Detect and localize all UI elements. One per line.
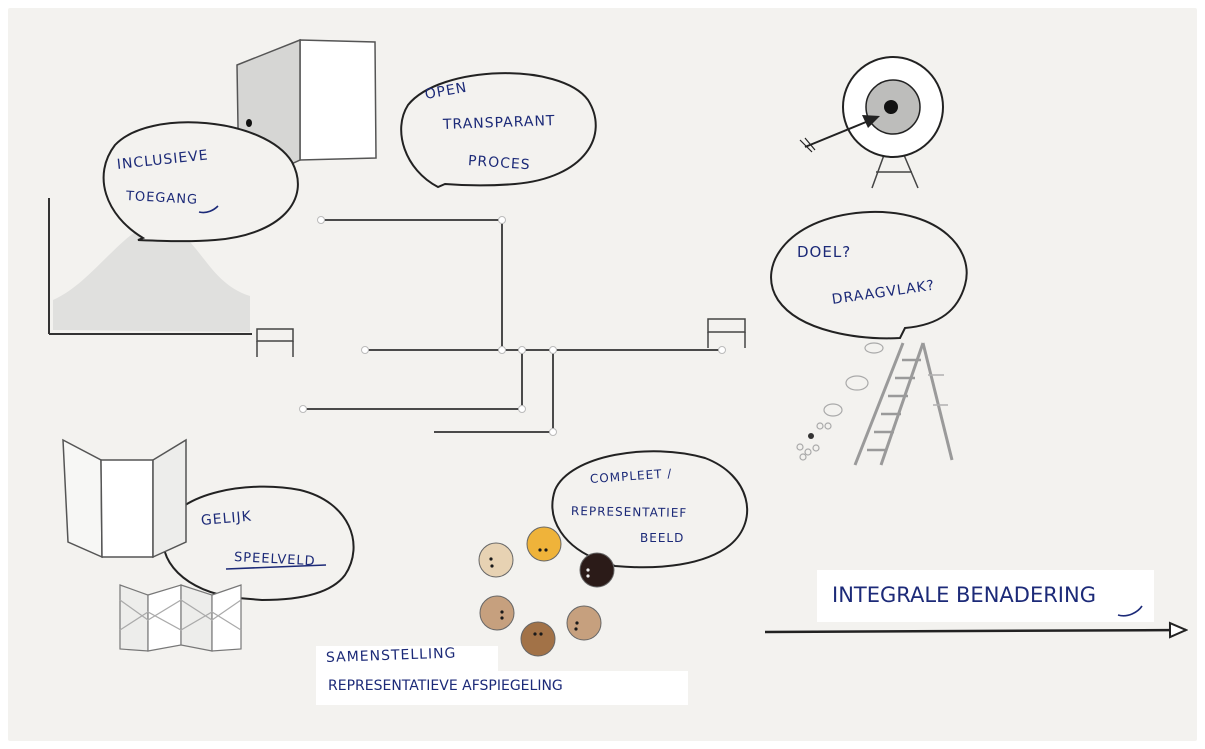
integrale-panel — [817, 570, 1154, 622]
face-eyes — [489, 548, 590, 636]
bell-curve-icon — [48, 198, 252, 335]
doel-draagvlak-bubble — [770, 210, 968, 340]
compleet-representatief-bubble — [551, 450, 749, 569]
beeld-text: BEELD — [640, 531, 685, 545]
table-icon-right — [707, 318, 746, 348]
integrale-benadering-text: INTEGRALE BENADERING — [832, 583, 1096, 607]
representatieve-afspiegeling-text: REPRESENTATIEVE AFSPIEGELING — [328, 678, 563, 694]
connector-lines — [303, 219, 722, 433]
ladder-icon — [796, 342, 954, 466]
doel-text: DOEL? — [797, 243, 852, 261]
samenstelling-panel-l2 — [316, 671, 688, 705]
toegang-text: TOEGANG — [125, 189, 199, 208]
integrale-arrow — [764, 630, 1186, 632]
faces-circle-icon — [478, 526, 615, 657]
target-icon — [799, 56, 944, 189]
gelijk-text: GELIJK — [200, 508, 253, 529]
speelveld-text: SPEELVELD — [233, 550, 316, 570]
table-icon-left — [256, 328, 294, 357]
proces-text: PROCES — [467, 153, 532, 174]
inclusieve-toegang-bubble — [102, 121, 299, 243]
handwritten-underlines — [198, 205, 1143, 617]
transparant-text: TRANSPARANT — [442, 113, 556, 133]
gelijk-speelveld-bubble — [162, 485, 355, 602]
samenstelling-panel-l1 — [316, 646, 498, 671]
representatief-text: REPRESENTATIEF — [570, 504, 688, 521]
open-transparant-bubble — [400, 72, 597, 189]
folding-screen-icon — [62, 438, 187, 559]
connector-nodes — [299, 216, 726, 436]
map-icon — [119, 584, 242, 652]
